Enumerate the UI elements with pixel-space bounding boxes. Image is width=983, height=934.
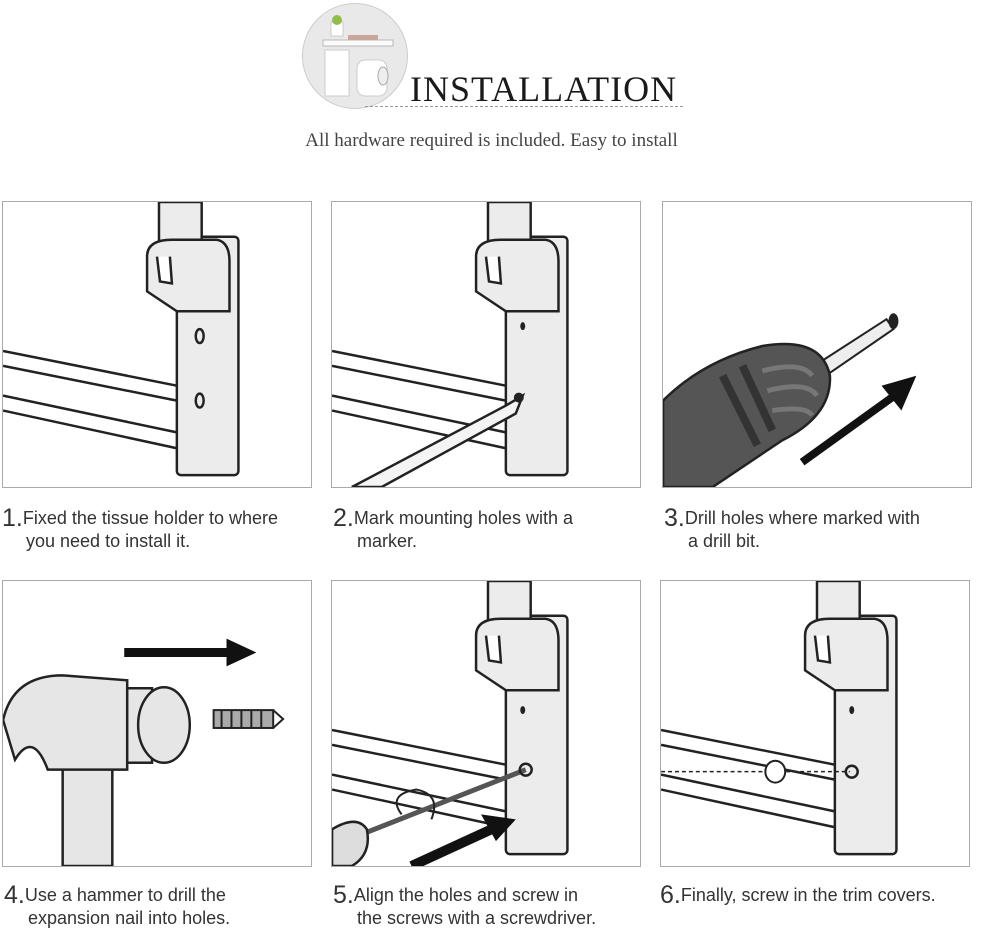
step-4-caption: 4.Use a hammer to drill the expansion nai… [4, 881, 231, 930]
step-3-illustration [662, 201, 972, 488]
step-4-illustration [2, 580, 312, 867]
step-text: a drill bit. [688, 531, 761, 551]
step-text: the screws with a screwdriver. [357, 908, 597, 928]
step-number: 3. [664, 504, 685, 532]
page-subtitle: All hardware required is included. Easy … [305, 130, 678, 151]
step-1-illustration [2, 201, 312, 488]
step-text: Use a hammer to drill the [24, 885, 226, 905]
step-2-illustration [331, 201, 641, 488]
step-number: 4. [4, 881, 25, 909]
step-text: Align the holes and screw in [353, 885, 578, 905]
page-title: INSTALLATION [410, 69, 678, 109]
step-6-illustration [660, 580, 970, 867]
product-thumbnail [302, 3, 408, 109]
step-number: 5. [333, 881, 354, 909]
step-text: expansion nail into holes. [28, 908, 231, 928]
step-5-caption: 5.Align the holes and screw in the screws… [333, 881, 597, 930]
step-number: 6. [660, 881, 681, 909]
step-6-caption: 6.Finally, screw in the trim covers. [660, 881, 936, 909]
step-text: Drill holes where marked with [684, 508, 920, 528]
step-1-caption: 1.Fixed the tissue holder to where you ne… [2, 504, 278, 553]
step-text: Finally, screw in the trim covers. [680, 885, 936, 905]
step-text: Mark mounting holes with a [353, 508, 573, 528]
step-number: 2. [333, 504, 354, 532]
step-number: 1. [2, 504, 23, 532]
step-text: marker. [357, 531, 418, 551]
step-3-caption: 3.Drill holes where marked with a drill b… [664, 504, 920, 553]
step-2-caption: 2.Mark mounting holes with a marker. [333, 504, 573, 553]
step-5-illustration [331, 580, 641, 867]
step-text: you need to install it. [26, 531, 191, 551]
step-text: Fixed the tissue holder to where [22, 508, 278, 528]
title-underline [365, 106, 683, 107]
